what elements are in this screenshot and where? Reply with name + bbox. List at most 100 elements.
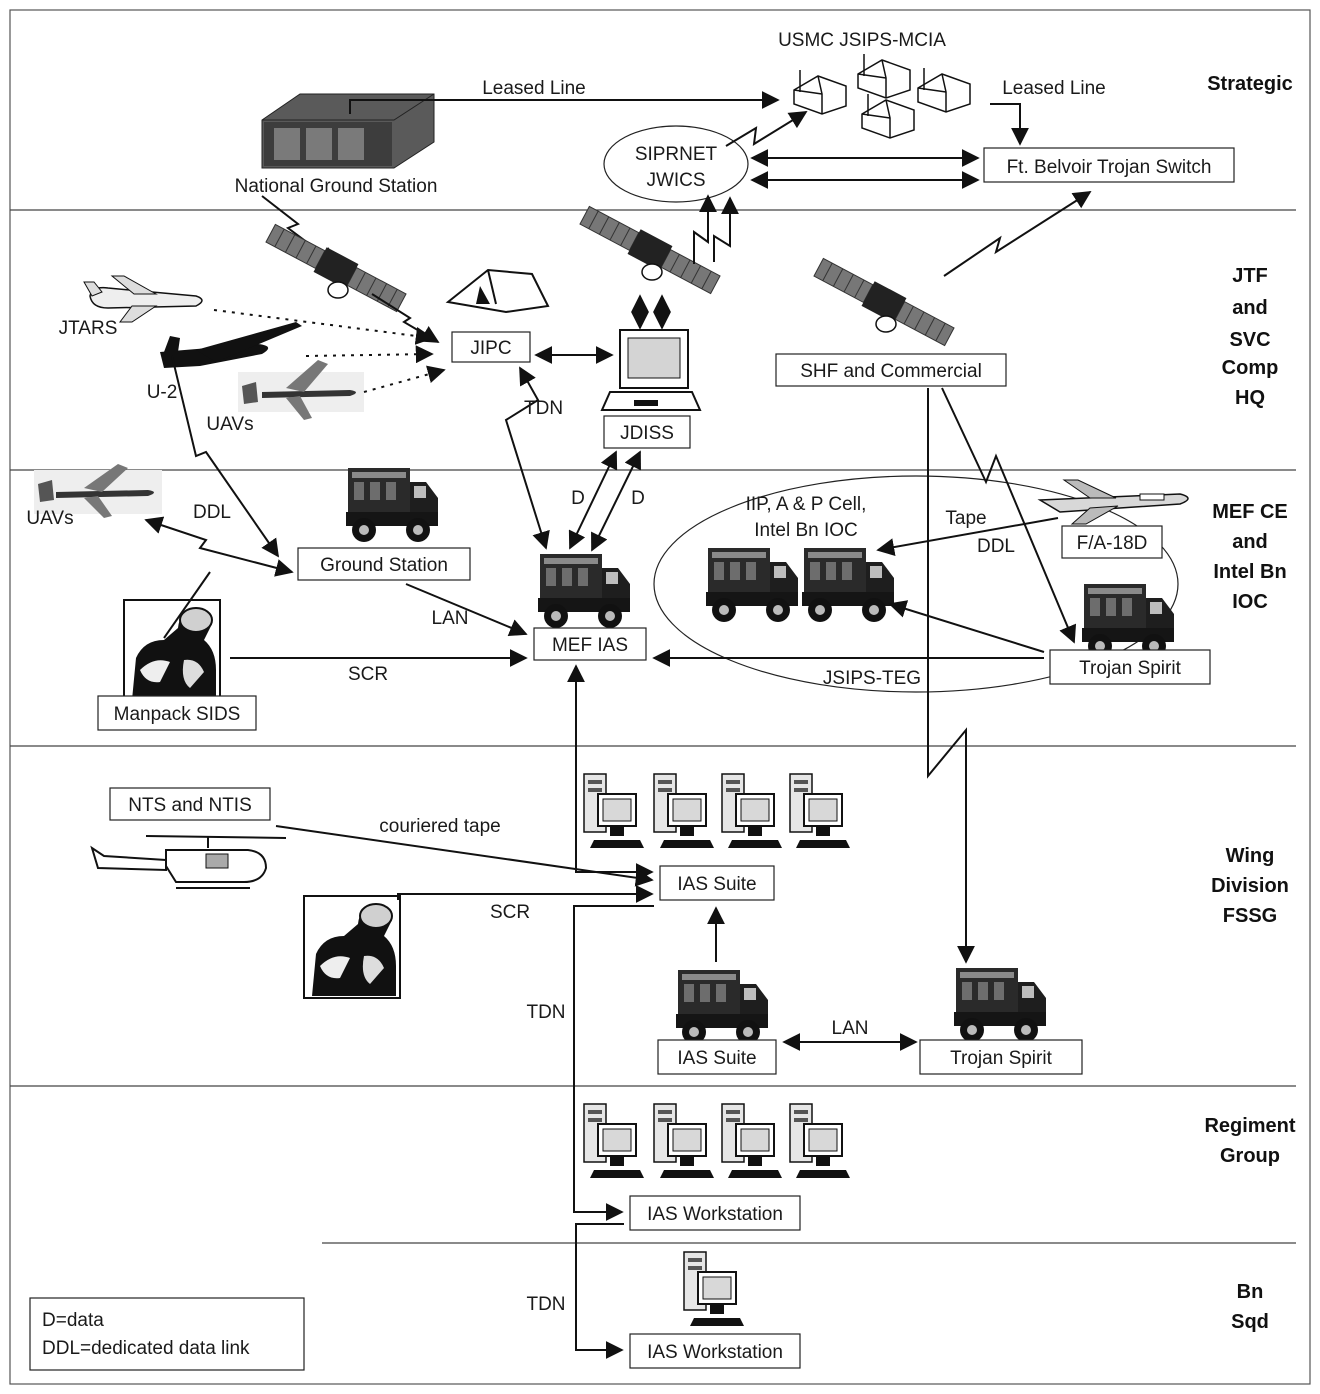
ias-workstation-bn-label: IAS Workstation <box>647 1342 783 1363</box>
iip-cell-label-line: Intel Bn IOC <box>754 520 858 541</box>
ias-suite-bottom-box <box>657 1039 777 1075</box>
echelon-regiment-line: Regiment <box>1204 1115 1295 1137</box>
ias-suite-ias-workstation-tdn-link <box>573 905 654 1221</box>
ias-suite-top-label: IAS Suite <box>677 874 756 895</box>
tdn-bn-label: TDN <box>526 1294 565 1315</box>
fa18d-box <box>1061 525 1163 559</box>
echelon-wing-line: Wing <box>1226 845 1275 867</box>
jdiss-box <box>603 415 691 449</box>
uav-ground-station-ddl-link <box>144 516 294 577</box>
echelon-bn: Bn Sqd <box>1231 1281 1269 1333</box>
nts-label: NTS and NTIS <box>128 795 252 816</box>
u2-label: U-2 <box>147 382 178 403</box>
lan-wing-label: LAN <box>832 1018 869 1039</box>
satellite-siprnet-link-1 <box>693 194 717 264</box>
ias-suite-top-box <box>659 865 775 901</box>
shf-box <box>775 353 1007 387</box>
mef-ias-truck-icon <box>538 554 630 628</box>
jtars-jipc-dotted-link <box>213 309 434 345</box>
national-ground-station-label: National Ground Station <box>235 176 438 197</box>
shf-trojan-spirit-wing-link <box>927 388 975 964</box>
ias-suite-bottom-label: IAS Suite <box>677 1048 756 1069</box>
workstation-icon <box>653 773 715 849</box>
trojan-spirit-mef-label: Trojan Spirit <box>1079 658 1181 679</box>
ias-workstation-bn-box <box>629 1333 801 1369</box>
jtars-aircraft-icon <box>83 275 203 323</box>
satellite-belvoir-link <box>943 191 1092 277</box>
uav-jtf-icon <box>238 360 364 420</box>
manpack-box <box>97 695 257 731</box>
national-ground-station-icon <box>261 93 435 169</box>
soldier-ias-suite-scr-link <box>397 885 654 903</box>
nts-box <box>109 787 271 821</box>
workstation-icon <box>789 773 851 849</box>
tent-icon <box>445 268 550 314</box>
echelon-bn-line: Bn <box>1237 1281 1264 1303</box>
echelon-mef: MEF CE and Intel Bn IOC <box>1212 501 1288 613</box>
scr-mef-label: SCR <box>348 664 388 685</box>
ddl-mef-label: DDL <box>193 502 231 523</box>
legend-item: D=data <box>42 1310 104 1331</box>
satellite-icon <box>263 220 409 316</box>
manpack-soldier-icon <box>123 599 221 703</box>
jdiss-mef-ias-d-link-2 <box>591 450 641 552</box>
siprnet-jsips-link <box>725 111 808 147</box>
echelon-jtf-line: HQ <box>1235 387 1265 409</box>
mef-ias-ias-suite-link <box>567 664 654 881</box>
workstation-icon <box>583 1103 645 1179</box>
echelon-regiment-line: Group <box>1220 1145 1280 1167</box>
nts-ias-suite-couriered-link <box>275 825 654 887</box>
echelon-strategic-line: Strategic <box>1207 73 1293 95</box>
ground-station-label: Ground Station <box>320 555 448 576</box>
satellite-icon <box>811 254 957 350</box>
legend-item: DDL=dedicated data link <box>42 1338 250 1359</box>
tape-label: Tape <box>945 508 986 529</box>
jsips-teg-label: JSIPS-TEG <box>823 668 921 689</box>
couriered-tape-label: couriered tape <box>379 816 500 837</box>
ias-suite-truck-icon <box>676 970 768 1044</box>
ddl-fa18-label: DDL <box>977 536 1015 557</box>
satellite-icon <box>577 202 723 298</box>
shf-label: SHF and Commercial <box>800 361 982 382</box>
trojan-spirit-wing-box <box>919 1039 1083 1075</box>
iip-truck-icon <box>706 548 798 622</box>
trojan-spirit-wing-label: Trojan Spirit <box>950 1048 1052 1069</box>
jtars-label: JTARS <box>59 318 118 339</box>
echelon-jtf-line: SVC <box>1229 329 1270 351</box>
diagram-frame <box>9 9 1311 1385</box>
tdn-jtf-label: TDN <box>524 398 563 419</box>
d-label-2: D <box>631 488 645 509</box>
ias-workstation-regiment-label: IAS Workstation <box>647 1204 783 1225</box>
iip-cell-ellipse <box>653 475 1179 693</box>
leased-line-label-2: Leased Line <box>1002 78 1106 99</box>
ias-workstation-regiment-box <box>629 1195 801 1231</box>
iip-truck-icon <box>802 548 894 622</box>
uav-mef-icon <box>34 464 162 518</box>
trojan-spirit-mef-box <box>1049 649 1211 685</box>
jipc-mef-ias-tdn-link <box>504 366 550 550</box>
lan-mef-label: LAN <box>432 608 469 629</box>
echelon-bn-line: Sqd <box>1231 1311 1269 1333</box>
echelon-mef-line: MEF CE <box>1212 501 1288 523</box>
jdiss-label: JDISS <box>620 423 674 444</box>
leased-line-label-1: Leased Line <box>482 78 586 99</box>
jipc-label: JIPC <box>470 338 511 359</box>
uav-jipc-dotted-link <box>363 365 446 393</box>
d-label-1: D <box>571 488 585 509</box>
echelon-wing-line: Division <box>1211 875 1289 897</box>
echelon-jtf: JTF and SVC Comp HQ <box>1222 265 1279 409</box>
leased-line-2-arrow <box>990 103 1029 146</box>
fa18d-aircraft-icon <box>1037 479 1189 525</box>
uavs-jtf-label: UAVs <box>206 414 253 435</box>
siprnet-ellipse <box>603 125 749 203</box>
echelon-wing-line: FSSG <box>1223 905 1277 927</box>
soldier-icon <box>303 895 401 999</box>
fa18d-label: F/A-18D <box>1077 533 1148 554</box>
echelon-mef-line: and <box>1232 531 1268 553</box>
workstation-icon <box>653 1103 715 1179</box>
iip-cell-label-line: IIP, A & P Cell, <box>746 494 867 515</box>
fa18d-iip-tape-link <box>876 517 1059 557</box>
mef-ias-box <box>533 627 647 661</box>
echelon-mef-line: IOC <box>1232 591 1268 613</box>
